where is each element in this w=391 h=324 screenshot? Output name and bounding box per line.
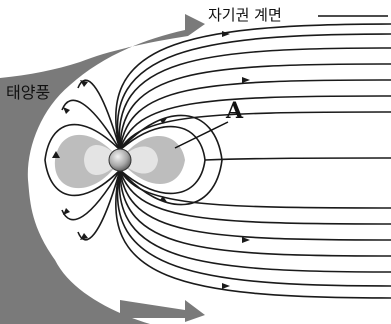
point-a-pointer — [175, 122, 228, 148]
magnetopause-label: 자기권 계면 — [208, 6, 282, 24]
earth — [109, 149, 131, 171]
solar-wind-label: 태양풍 — [6, 83, 50, 102]
point-a-label: A — [225, 98, 244, 124]
